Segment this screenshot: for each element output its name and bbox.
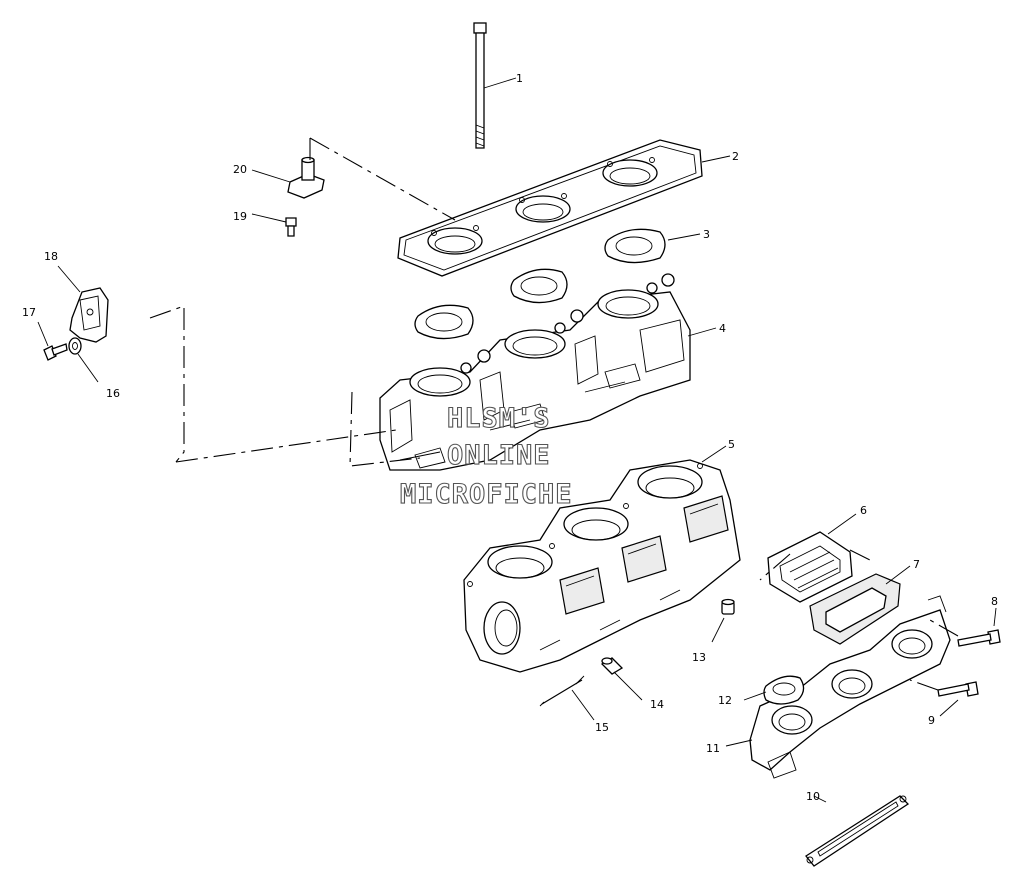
part-7-reed-spacer (809, 573, 901, 645)
watermark-line-3: MICROFICHE (400, 479, 573, 510)
callout-12: 12 (718, 694, 732, 707)
watermark: HLSM'S ONLINE MICROFICHE (399, 402, 573, 510)
callout-14: 14 (650, 698, 664, 711)
leader-lines (37, 77, 997, 803)
part-19-screw (285, 217, 297, 237)
watermark-line-2: ONLINE (447, 440, 551, 471)
callout-5: 5 (728, 438, 735, 451)
callout-1: 1 (516, 72, 523, 85)
callout-16: 16 (106, 387, 120, 400)
part-9-bolt (937, 681, 979, 697)
callout-13: 13 (692, 651, 706, 664)
part-20-fitting (287, 156, 325, 199)
part-11-intake-manifold (749, 595, 951, 779)
callout-19: 19 (233, 210, 247, 223)
callout-3: 3 (703, 228, 710, 241)
part-3-gaskets (414, 228, 666, 340)
watermark-line-1: HLSM'S (447, 403, 551, 434)
part-17-screw (43, 343, 68, 361)
callout-17: 17 (22, 306, 36, 319)
part-4-carburetors (379, 273, 691, 471)
callout-labels: 1 2 3 4 5 6 7 8 9 10 11 12 13 14 15 16 1… (22, 72, 998, 803)
part-16-washer (68, 337, 82, 355)
part-5-cylinder-block (463, 459, 741, 673)
part-12-flange-gasket (763, 675, 805, 705)
part-6-reed-valve (767, 531, 853, 603)
part-1-long-bolt (473, 22, 487, 149)
callout-8: 8 (991, 595, 998, 608)
part-13-plug (721, 598, 735, 615)
part-8-bolt (957, 629, 1001, 647)
callout-2: 2 (732, 150, 739, 163)
callout-10: 10 (806, 790, 820, 803)
callout-15: 15 (595, 721, 609, 734)
part-14-bushing (600, 657, 624, 675)
part-2-cylinder-cover (397, 139, 703, 277)
callout-6: 6 (860, 504, 867, 517)
callout-9: 9 (928, 714, 935, 727)
part-18-bracket (69, 287, 109, 343)
callout-4: 4 (719, 322, 726, 335)
part-15-pin (539, 675, 585, 707)
callout-11: 11 (706, 742, 720, 755)
part-10-bracket (805, 795, 910, 867)
callout-18: 18 (44, 250, 58, 263)
callout-20: 20 (233, 163, 247, 176)
callout-7: 7 (913, 558, 920, 571)
assembly-lines (149, 137, 959, 691)
